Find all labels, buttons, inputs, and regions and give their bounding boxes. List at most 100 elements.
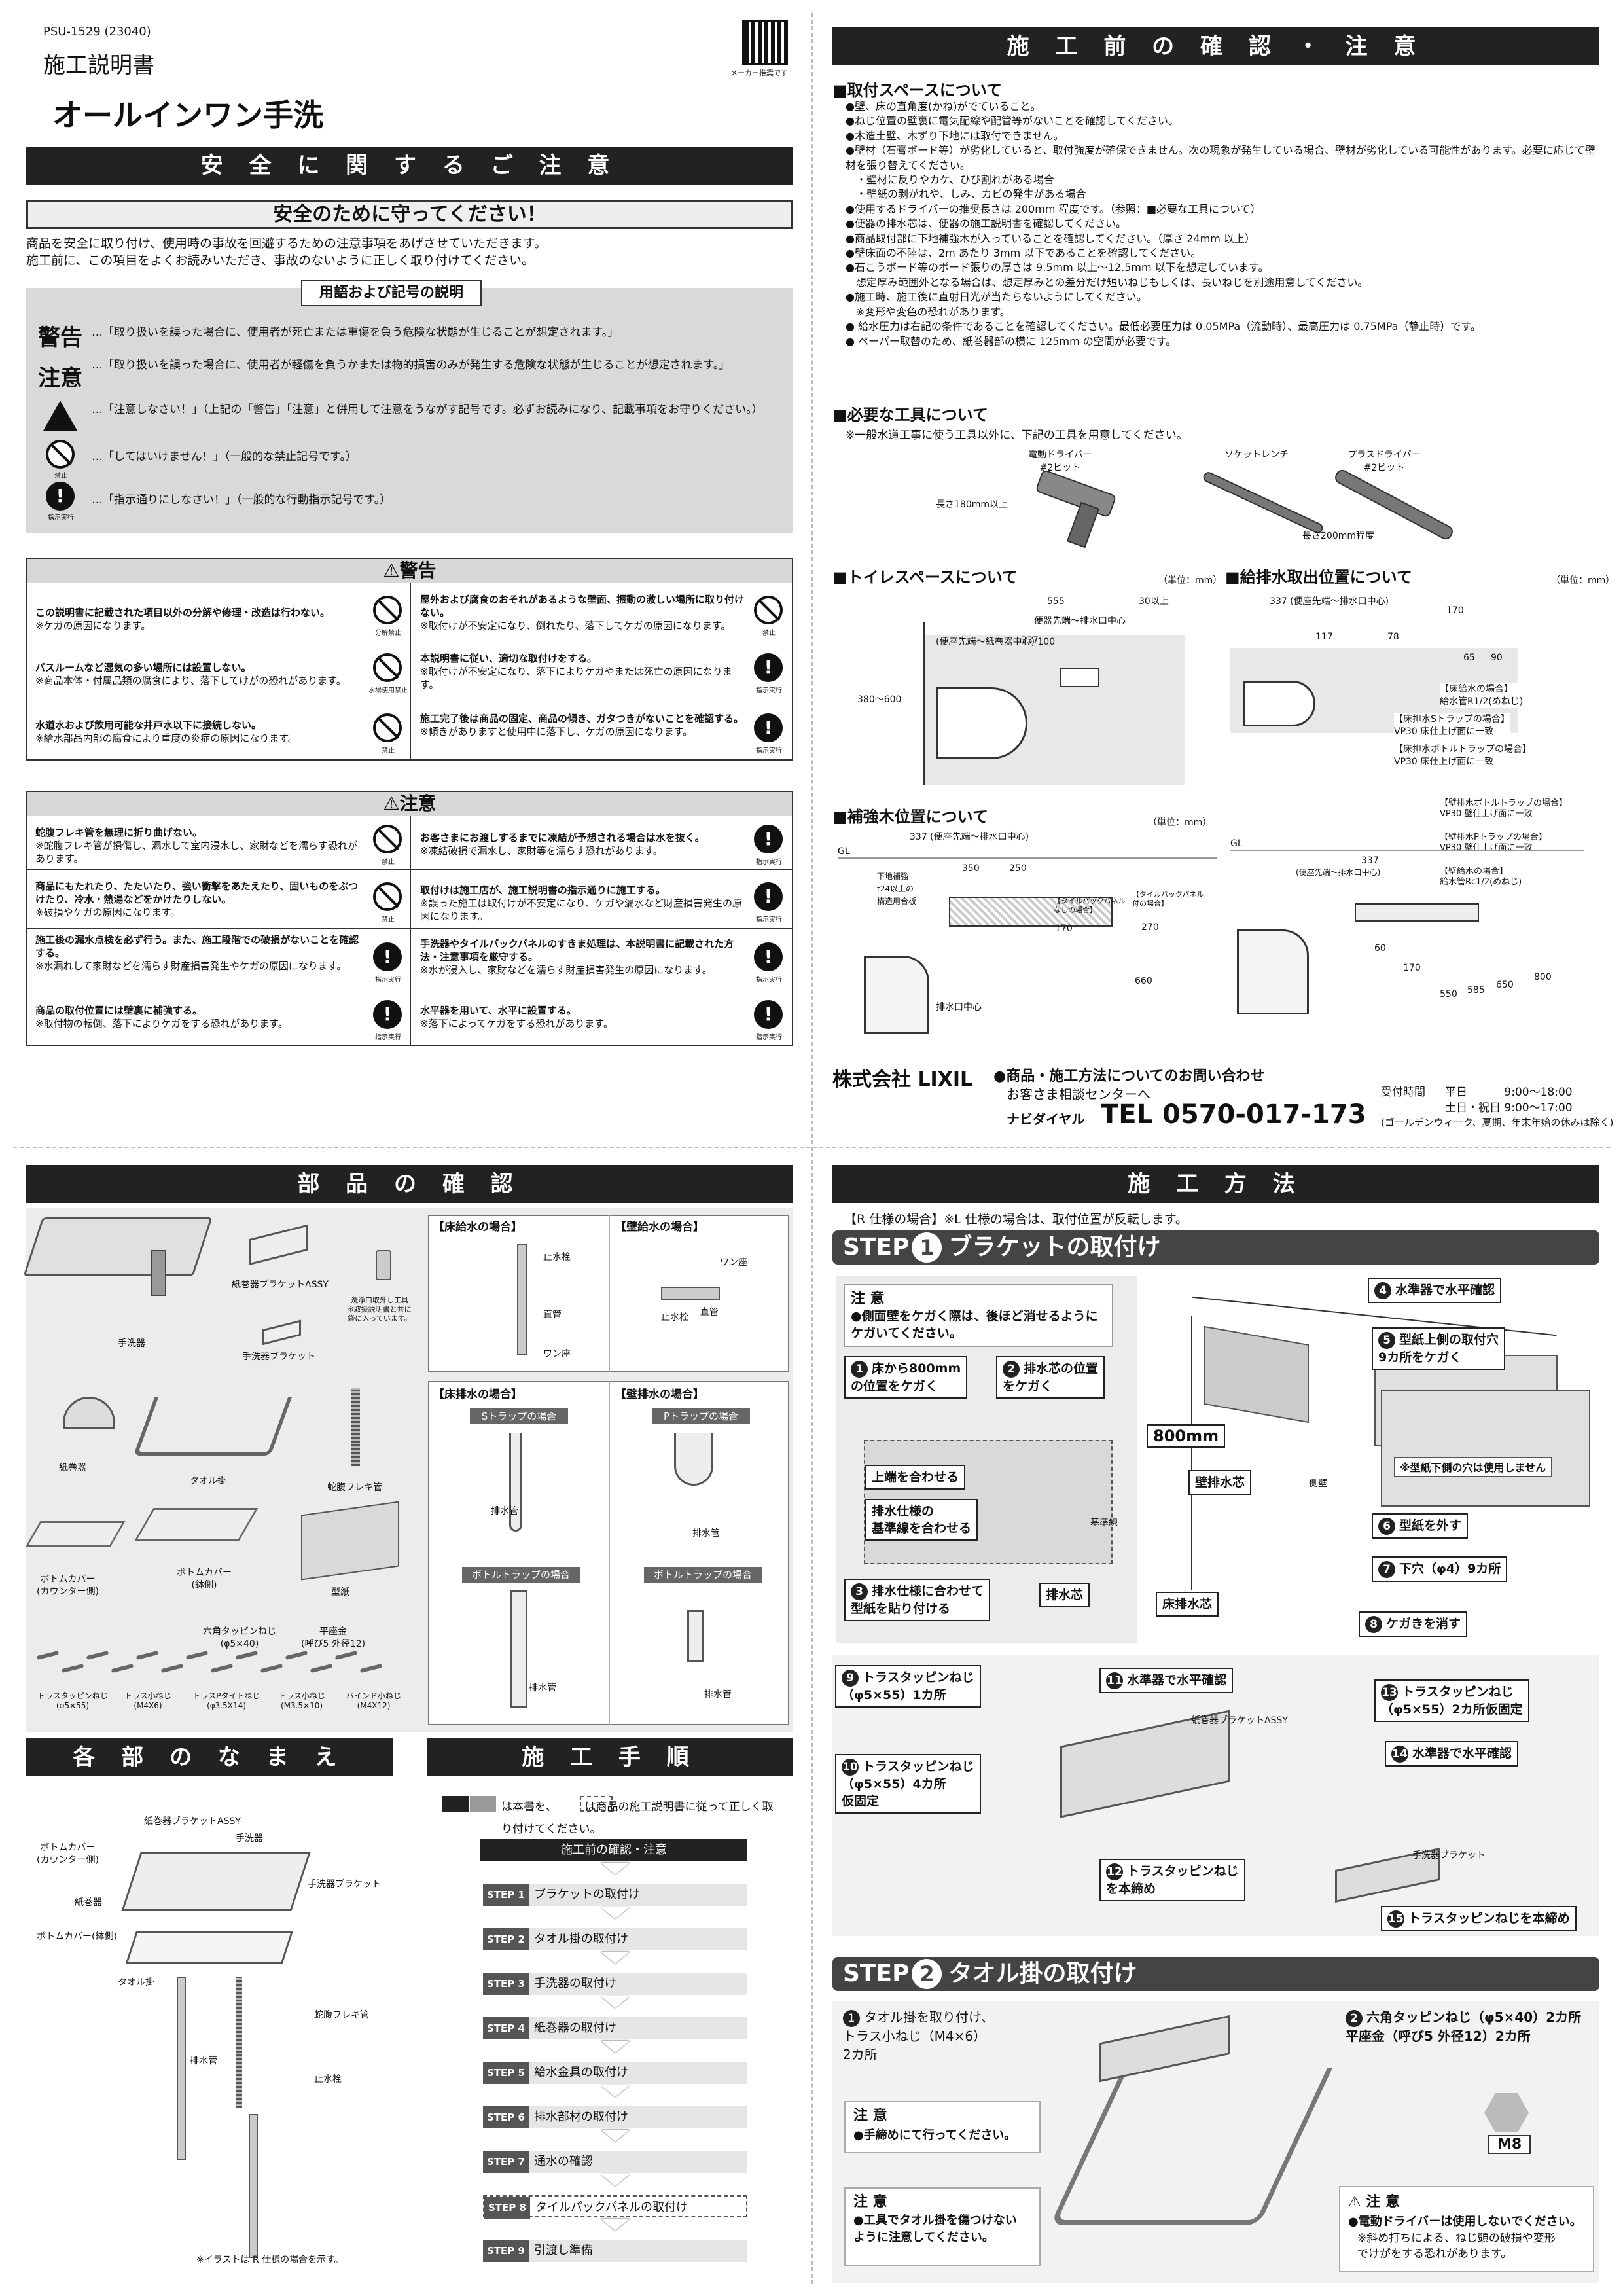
assembly-illustration [92,1826,340,2271]
m8-label: M8 [1488,2135,1531,2154]
callout-4-number: 4 [1374,1282,1391,1299]
callout-11-text: 水準器で水平確認 [1127,1673,1227,1687]
procedure-arrow-icon [601,1996,630,2008]
warning-title: 警告 [399,560,437,581]
caution-divider-v [410,816,411,1046]
caution-divider-2 [27,928,792,929]
callout-4-text: 水準器で水平確認 [1395,1283,1495,1297]
align-top-label: 上端を合わせる [865,1465,966,1490]
warning-1-icon-label: 分解禁止 [375,630,401,637]
parts-header: 部 品 の 確 認 [26,1165,793,1203]
safety-subheader-box: 安全のために守ってください！ [26,200,793,229]
wall-dim-337: 337 [1361,855,1379,866]
method-note: 【R 仕様の場合】※L 仕様の場合は、取付位置が反転します。 [844,1212,1188,1227]
hours-weekday: 平日 9:00～18:00 [1445,1086,1573,1099]
space-title: ■取付スペースについて [832,81,1003,99]
procedure-arrow-icon [601,2174,630,2186]
screw-icon [210,1663,234,1674]
warning-2-icon [754,596,783,624]
part-label-remove-tool: 洗浄口取外し工具 ※取扱説明書と共に 袋に入っています。 [348,1296,412,1323]
warning-2-sub: ※取付けが不安定になり、倒れたり、落下してケガの原因になります。 [420,620,731,632]
name-towel-bar: タオル掛 [118,1977,154,1988]
caution-5-icon-label: 指示実行 [375,977,401,984]
sink-illustration [23,1217,213,1276]
caution-title: 注意 [399,793,437,814]
caution-2-icon-label: 指示実行 [756,859,782,866]
warning-4-icon [754,653,783,682]
supply-title: ■給排水取出位置について [1225,568,1412,586]
screw-icon [185,1650,209,1660]
procedure-step-label: 手洗器の取付け [533,1977,616,1990]
assembly-sink-body [121,1852,311,1911]
warning-1-icon [373,596,402,624]
safety-intro-2: 施工前に、この項目をよくお読みいただき、事故のないように正しく取り付けてください… [26,253,535,268]
wall-dim-800: 800 [1534,972,1552,982]
part-label-bind-screw: バインド小ねじ (M4X12) [346,1691,401,1710]
space-item: ●ねじ位置の壁裏に電気配線や配管等がないことを確認してください。 [846,115,1179,128]
space-list: ●壁、床の直角度(かね)がでていること。●ねじ位置の壁裏に電気配線や配管等がない… [846,99,1598,349]
wood-dim-170: 170 [1055,924,1073,934]
wall-supply-note: 【壁給水の場合】 給水管Rc1/2(めねじ) [1440,867,1522,888]
side-wall-label: 側壁 [1309,1479,1327,1489]
toilet-dim-555: 555 [1047,596,1065,607]
bottle-trap-icon-2 [687,1610,704,1662]
caution-3-title: 商品にもたれたり、たたいたり、強い衝撃をあたえたり、固いものをぶつけたり、冷水・… [35,880,359,905]
space-item: ●壁床面の不陸は、2m あたり 3mm 以下であることを確認してください。 [846,247,1202,260]
toilet-dim-380-600: 380～600 [857,694,902,705]
step2-callout-2-text: 六角タッピンねじ（φ5×40）2カ所 平座金（呼び5 外径12）2カ所 [1346,2009,1582,2044]
caution-4-title: 取付けは施工店が、施工説明書の指示通りに施工する。 [420,884,666,896]
caution-8-icon-label: 指示実行 [756,1034,782,1041]
caution-5-icon [373,942,402,971]
tool-electric-driver-length: 長さ180mm以上 [936,499,1008,510]
step2-caution-3-icon: ⚠ [1348,2194,1366,2210]
step1-caution-box [844,1284,1113,1347]
screw-row [36,1649,397,1689]
p-trap-drain-label: 排水管 [692,1528,720,1539]
callout-13-text: トラスタッピンねじ （φ5×55）2カ所仮固定 [1381,1685,1523,1717]
wood-no-panel-note: 【タイルパックパネルなしの場合】 [1054,897,1126,914]
wood-gl-label: GL [838,846,850,857]
caution-triangle-icon [43,401,77,431]
hours-weekend: 土日・祝日 9:00～17:00 [1445,1102,1573,1115]
callout-12-number: 12 [1106,1863,1123,1880]
part-label-sink: 手洗器 [118,1338,145,1349]
step2-number: 2 [912,1959,942,1989]
paper-holder-icon [1060,668,1099,687]
wood-diagram: GL 337 (便座先端～排水口中心) 350 250 170 270 660 … [838,831,1217,1041]
procedure-step-label: 引渡し準備 [533,2244,593,2257]
callout-14-number: 14 [1391,1746,1408,1763]
caution-2-sub: ※凍結破損で漏水し、家財等を濡らす恐れがあります。 [420,845,663,857]
safety-subheader: 安全のために守ってください！ [273,203,546,226]
part-label-template: 型紙 [331,1587,349,1598]
bottle-trap-drain-label-1: 排水管 [529,1683,556,1693]
warning-divider-v [410,583,411,761]
terms-title: 用語および記号の説明 [301,280,482,306]
wall-drain-center-label: 壁排水芯 [1188,1470,1252,1495]
legend-dashed-swatch [580,1796,613,1812]
space-item: ●壁材（石膏ボード等）が劣化していると、取付強度が確保できません。次の現象が発生… [846,144,1596,171]
wall-supply-pipe-icon [661,1287,720,1300]
wall-supply-straight-label: 直管 [700,1307,719,1318]
space-item: 想定厚み範囲外となる場合は、想定厚みとの差分だけ短いねじもしくは、長いねじを別途… [846,276,1368,289]
wall-supply-valve-label: 止水栓 [661,1312,688,1323]
caution-1-sub: ※蛇腹フレキ管が損傷し、漏水して室内浸水し、家財などを濡らす恐れがあります。 [35,840,357,865]
screw-icon [160,1663,184,1674]
doc-code: PSU-1529 (23040) [43,25,151,39]
procedure-step-number: STEP 1 [483,1884,529,1906]
wall-p-trap-note: 【壁排水Pトラップの場合】 VP30 壁仕上げ面に一致 [1440,833,1547,853]
procedure-arrow-icon [601,1907,630,1919]
caution-1-icon [373,825,402,853]
qr-note: メーカー推奨です [730,69,788,77]
procedure-header: 施 工 手 順 [427,1738,793,1776]
step2-title: タオル掛の取付け [948,1960,1137,1987]
wood-base-note: 下地補強 t24以上の 構造用合板 [877,872,917,906]
screw-icon [135,1650,159,1660]
callout-2-number: 2 [1003,1361,1020,1378]
supply-toilet-icon [1243,681,1315,726]
